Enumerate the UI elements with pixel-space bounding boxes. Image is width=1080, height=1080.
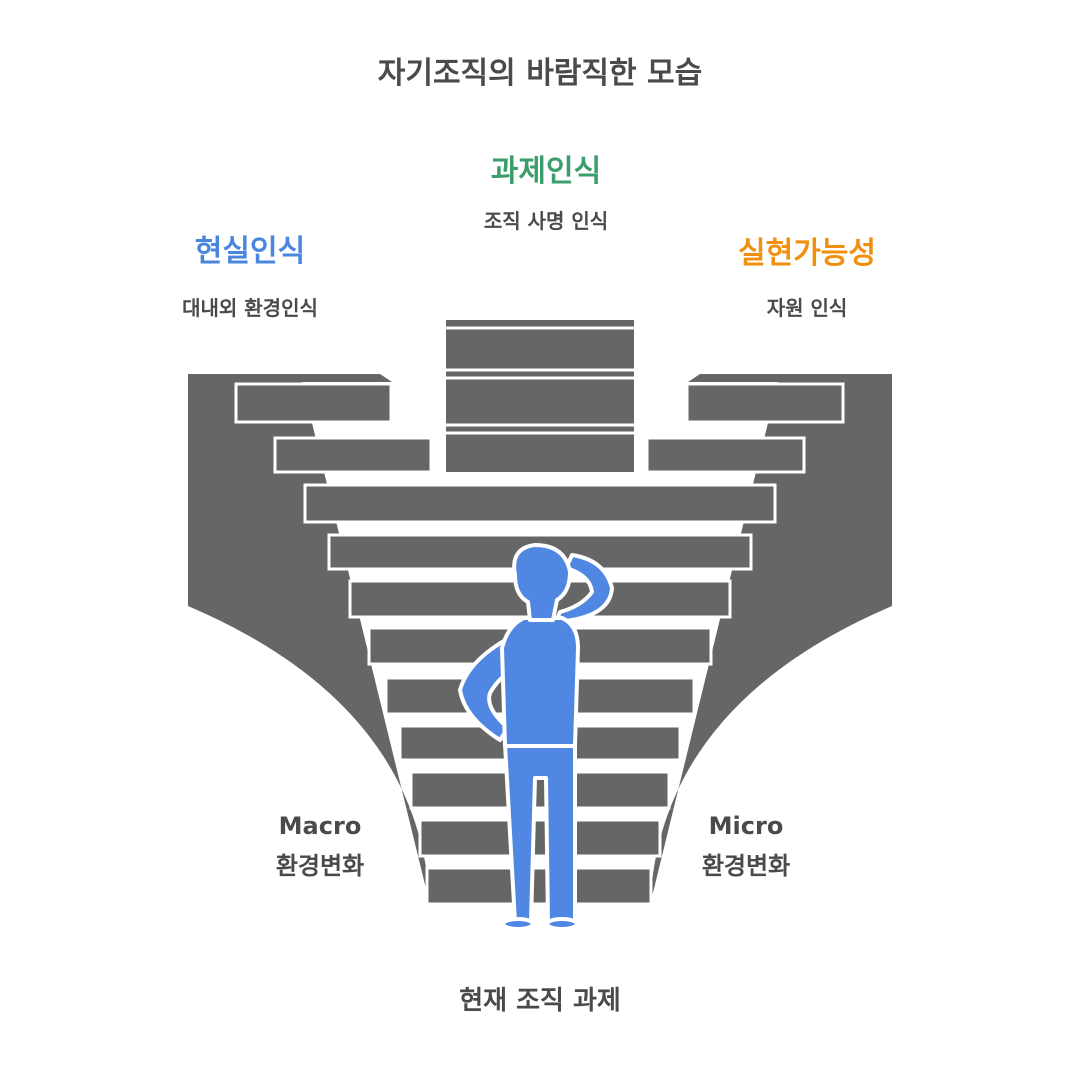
current-task-label: 현재 조직 과제 <box>459 986 621 1016</box>
micro-label-line1: Micro <box>708 812 784 840</box>
left-wall <box>188 374 430 905</box>
pillar-heading-feasibility: 실현가능성 <box>738 236 876 271</box>
person-foot-left <box>501 917 535 931</box>
person-foot-right <box>545 917 579 931</box>
diagram-title: 자기조직의 바람직한 모습 <box>377 56 703 91</box>
pillar-heading-reality: 현실인식 <box>194 234 306 269</box>
person-arm-right <box>554 553 614 624</box>
right-upper-step <box>688 374 892 382</box>
pillar-subtitle-feasibility: 자원 인식 <box>766 296 848 320</box>
person-torso <box>500 616 580 748</box>
thinking-person-figure <box>458 543 614 931</box>
left-upper-step <box>188 374 392 382</box>
right-wall <box>650 374 892 905</box>
macro-label: Macro 환경변화 <box>220 806 420 886</box>
person-head <box>512 543 572 622</box>
pillar-heading-task: 과제인식 <box>490 154 602 189</box>
pillar-subtitle-reality: 대내외 환경인식 <box>182 296 318 320</box>
macro-label-line2: 환경변화 <box>275 852 365 880</box>
micro-label-line2: 환경변화 <box>701 852 791 880</box>
macro-label-line1: Macro <box>278 812 362 840</box>
micro-label: Micro 환경변화 <box>646 806 846 886</box>
central-pillar <box>446 320 634 472</box>
pillar-subtitle-task: 조직 사명 인식 <box>483 209 609 233</box>
